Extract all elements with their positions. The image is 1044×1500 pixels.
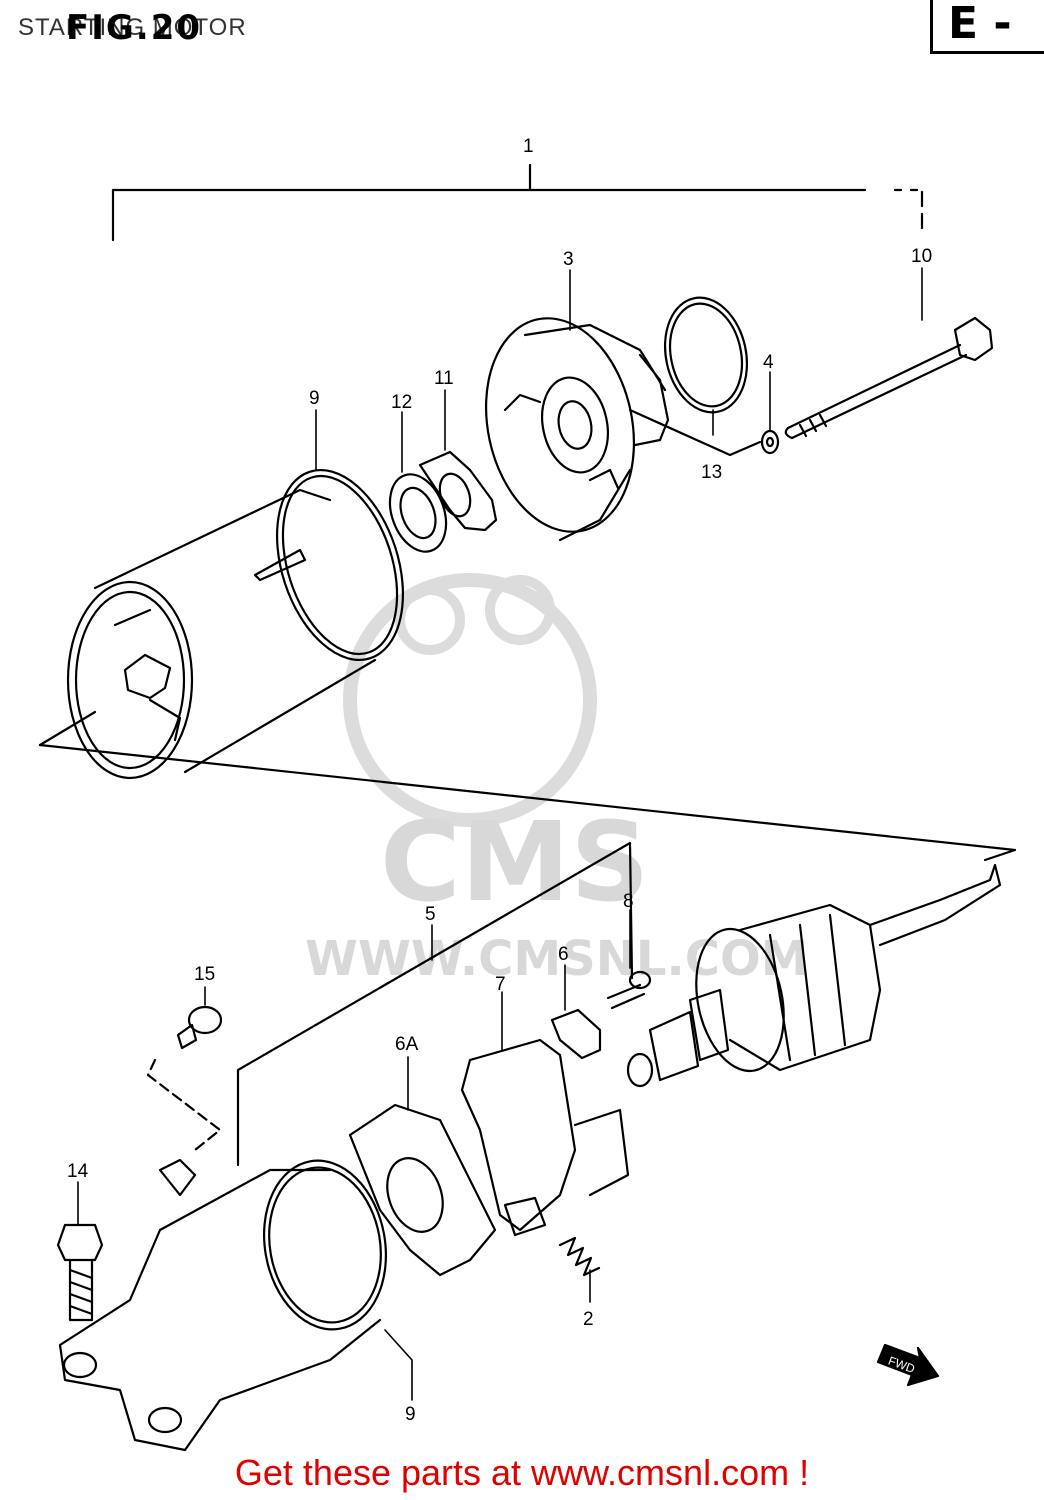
armature <box>626 863 1002 1088</box>
section-box <box>930 0 1044 54</box>
mounting-bolt <box>56 1223 104 1322</box>
callout-12: 12 <box>391 392 412 413</box>
callout-13: 13 <box>701 462 722 483</box>
callout-5: 5 <box>425 904 436 925</box>
bearing-plate <box>418 450 498 532</box>
watermark: CMS WWW.CMSNL.COM <box>305 573 809 987</box>
housing-screw <box>176 1005 223 1050</box>
through-bolt <box>784 316 994 440</box>
callout-4: 4 <box>763 352 774 373</box>
page-title: STARTING MOTOR <box>18 14 247 41</box>
callout-9-lower: 9 <box>405 1404 416 1425</box>
callout-14: 14 <box>67 1161 89 1182</box>
seal-washer <box>388 473 448 553</box>
end-cover <box>484 317 670 542</box>
figure-number: FIG.20 <box>66 8 203 48</box>
section-code: E - <box>948 0 1012 49</box>
callout-10: 10 <box>911 246 932 267</box>
promo-link[interactable]: Get these parts at www.cmsnl.com ! <box>234 1452 810 1493</box>
callout-1: 1 <box>523 136 534 157</box>
callout-9-upper: 9 <box>309 388 320 409</box>
callout-labels: 1 2 3 4 5 6 6A 7 8 9 9 10 11 12 13 14 15… <box>67 136 932 1425</box>
o-ring-cover <box>663 296 749 414</box>
callout-11: 11 <box>434 368 454 389</box>
leader-lines <box>77 267 923 1401</box>
callout-8: 8 <box>623 891 634 912</box>
yoke-housing <box>66 488 377 780</box>
callout-15: 15 <box>194 964 215 985</box>
callout-7: 7 <box>495 974 506 995</box>
callout-2: 2 <box>583 1309 594 1330</box>
o-ring-upper <box>275 468 405 662</box>
brush-spring <box>558 1236 601 1277</box>
washer <box>760 429 780 455</box>
front-housing <box>58 1158 388 1452</box>
assembly-bracket <box>111 163 924 242</box>
brush-screw <box>606 970 652 1010</box>
callout-3: 3 <box>563 249 574 270</box>
watermark-brand: CMS <box>380 798 649 926</box>
watermark-url: WWW.CMSNL.COM <box>305 931 809 987</box>
brush-plate <box>348 1103 497 1277</box>
brush <box>550 1008 602 1060</box>
callout-6a: 6A <box>395 1034 419 1055</box>
callout-6: 6 <box>558 944 569 965</box>
assembly-guides <box>38 408 1017 1167</box>
fwd-arrow <box>876 1343 940 1387</box>
brush-holder <box>460 1038 630 1237</box>
